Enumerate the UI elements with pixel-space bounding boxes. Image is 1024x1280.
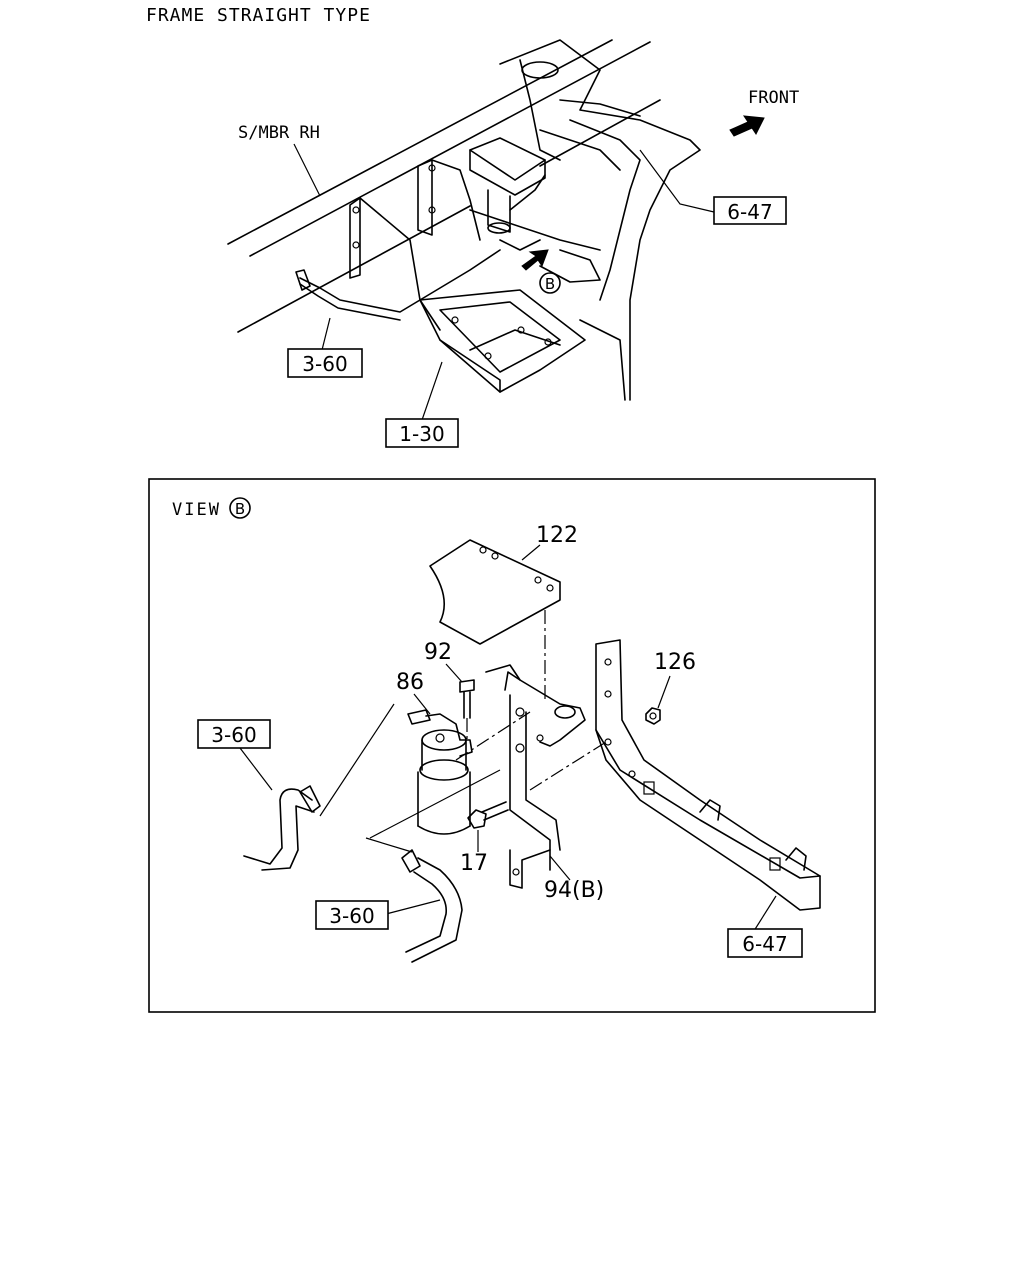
part-126: 126 (654, 650, 696, 675)
view-marker-circle (539, 272, 561, 294)
part-94b: 94(B) (544, 878, 604, 903)
ref-box-6-47-top (713, 196, 787, 225)
part-122: 122 (536, 523, 578, 548)
diagram-title: FRAME STRAIGHT TYPE (146, 5, 371, 26)
view-marker-top: B (545, 275, 555, 293)
ref-3-60-upper: 3-60 (211, 723, 256, 747)
ref-box-6-47-detail (727, 928, 803, 958)
view-arrow (521, 249, 549, 271)
bolt-92 (459, 679, 475, 740)
view-label: VIEW (172, 500, 221, 520)
member-label: S/MBR RH (238, 123, 320, 143)
ref-box-3-60-top (287, 348, 363, 378)
part-92: 92 (424, 640, 452, 665)
hose-3-60-lower (365, 837, 463, 963)
ref-box-1-30 (385, 418, 459, 448)
view-b-frame (148, 478, 876, 1013)
bracket-assembly (349, 137, 586, 393)
ref-box-3-60-lower (315, 900, 389, 930)
ref-6-47-top: 6-47 (727, 200, 772, 224)
view-marker-detail: B (235, 500, 245, 518)
bolt-17 (467, 801, 509, 829)
side-member-frame (227, 39, 701, 401)
part-86: 86 (396, 670, 424, 695)
ref-3-60-top: 3-60 (302, 352, 347, 376)
ref-box-3-60-upper (197, 719, 271, 749)
receiver-drier-86 (407, 709, 473, 835)
part-17: 17 (460, 851, 488, 876)
view-marker-circle-detail (229, 497, 251, 519)
hose-3-60-upper (243, 703, 501, 871)
front-label: FRONT (748, 88, 799, 108)
ref-1-30: 1-30 (399, 422, 444, 446)
bracket-94b (455, 664, 586, 889)
front-arrow (729, 115, 765, 137)
nut-126 (645, 707, 661, 725)
ref-6-47-detail: 6-47 (742, 932, 787, 956)
frame-6-47-detail (529, 639, 821, 911)
ref-3-60-lower: 3-60 (329, 904, 374, 928)
plate-122 (429, 539, 561, 700)
pipe-3-60 (299, 249, 501, 313)
